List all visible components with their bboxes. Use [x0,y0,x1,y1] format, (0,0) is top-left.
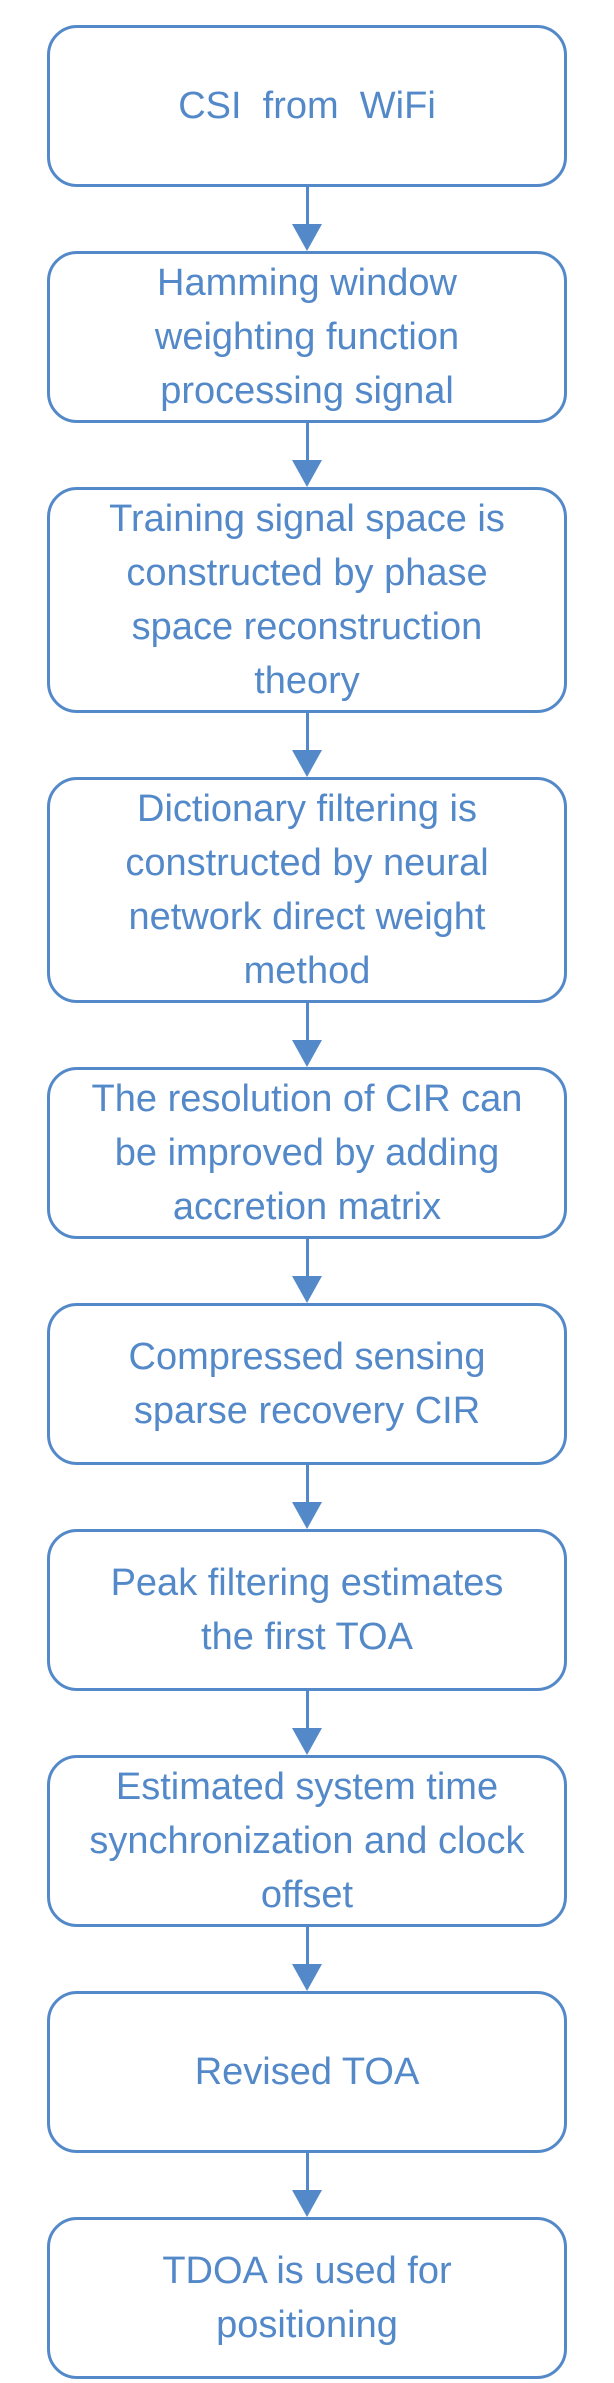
flow-node-label: CSI from WiFi [178,85,436,127]
arrowhead-down-icon [292,1964,322,1991]
flow-node-label: Dictionary filtering is [137,788,477,830]
arrowhead-down-icon [292,1502,322,1529]
flow-node-n2: Hamming window weighting function processi… [47,251,567,423]
flow-node-label: The resolution of CIR can [91,1078,523,1120]
flow-arrow [292,2153,322,2217]
flow-node-n1: CSI from WiFi [47,25,567,187]
arrowhead-down-icon [292,1040,322,1067]
flow-node-label: method [243,950,371,992]
arrowhead-down-icon [292,224,322,251]
arrowhead-down-icon [292,2190,322,2217]
flow-arrow [292,423,322,487]
flow-node-label: positioning [216,2304,398,2346]
flow-node-label: constructed by phase [126,552,488,594]
flow-arrow [292,1239,322,1303]
flow-node-label: Hamming window [157,262,457,304]
arrow-stem [305,1927,309,1964]
flow-node-label: TDOA is used for [162,2250,452,2292]
flow-node-n8: Estimated system time synchronization and… [47,1755,567,1927]
flow-node-label: constructed by neural [125,842,489,884]
arrowhead-down-icon [292,750,322,777]
arrow-stem [305,1239,309,1276]
arrow-stem [305,713,309,750]
flow-node-n6: Compressed sensing sparse recovery CIR [47,1303,567,1465]
flow-node-n3: Training signal space is constructed by p… [47,487,567,713]
flow-node-label: Estimated system time [115,1766,499,1808]
arrow-stem [305,1465,309,1502]
flow-node-n4: Dictionary filtering is constructed by ne… [47,777,567,1003]
arrow-stem [305,423,309,460]
flow-node-label: be improved by adding [114,1132,500,1174]
flow-node-label: the first TOA [201,1616,413,1658]
flow-node-label: Peak filtering estimates [110,1562,504,1604]
flow-node-label: Revised TOA [194,2051,420,2093]
arrow-stem [305,1691,309,1728]
flow-node-label: space reconstruction [131,606,483,648]
flow-node-n10: TDOA is used for positioning [47,2217,567,2379]
flow-arrow [292,1691,322,1755]
arrowhead-down-icon [292,1728,322,1755]
flow-arrow [292,713,322,777]
arrowhead-down-icon [292,1276,322,1303]
flow-node-label: theory [254,660,360,702]
flow-arrow [292,1927,322,1991]
flow-node-n9: Revised TOA [47,1991,567,2153]
flow-node-label: Training signal space is [109,498,505,540]
arrow-stem [305,1003,309,1040]
arrow-stem [305,2153,309,2190]
flow-node-label: weighting function [154,316,460,358]
flow-node-label: offset [260,1874,354,1916]
flow-node-label: Compressed sensing [128,1336,486,1378]
flow-arrow [292,1003,322,1067]
flow-node-n5: The resolution of CIR can be improved by … [47,1067,567,1239]
flow-node-label: sparse recovery CIR [133,1390,481,1432]
arrowhead-down-icon [292,460,322,487]
flow-node-n7: Peak filtering estimates the first TOA [47,1529,567,1691]
flow-node-label: processing signal [160,370,454,412]
flow-node-label: network direct weight [128,896,486,938]
flow-node-label: accretion matrix [172,1186,442,1228]
flow-arrow [292,1465,322,1529]
flow-node-label: synchronization and clock [89,1820,525,1862]
flow-arrow [292,187,322,251]
arrow-stem [305,187,309,224]
